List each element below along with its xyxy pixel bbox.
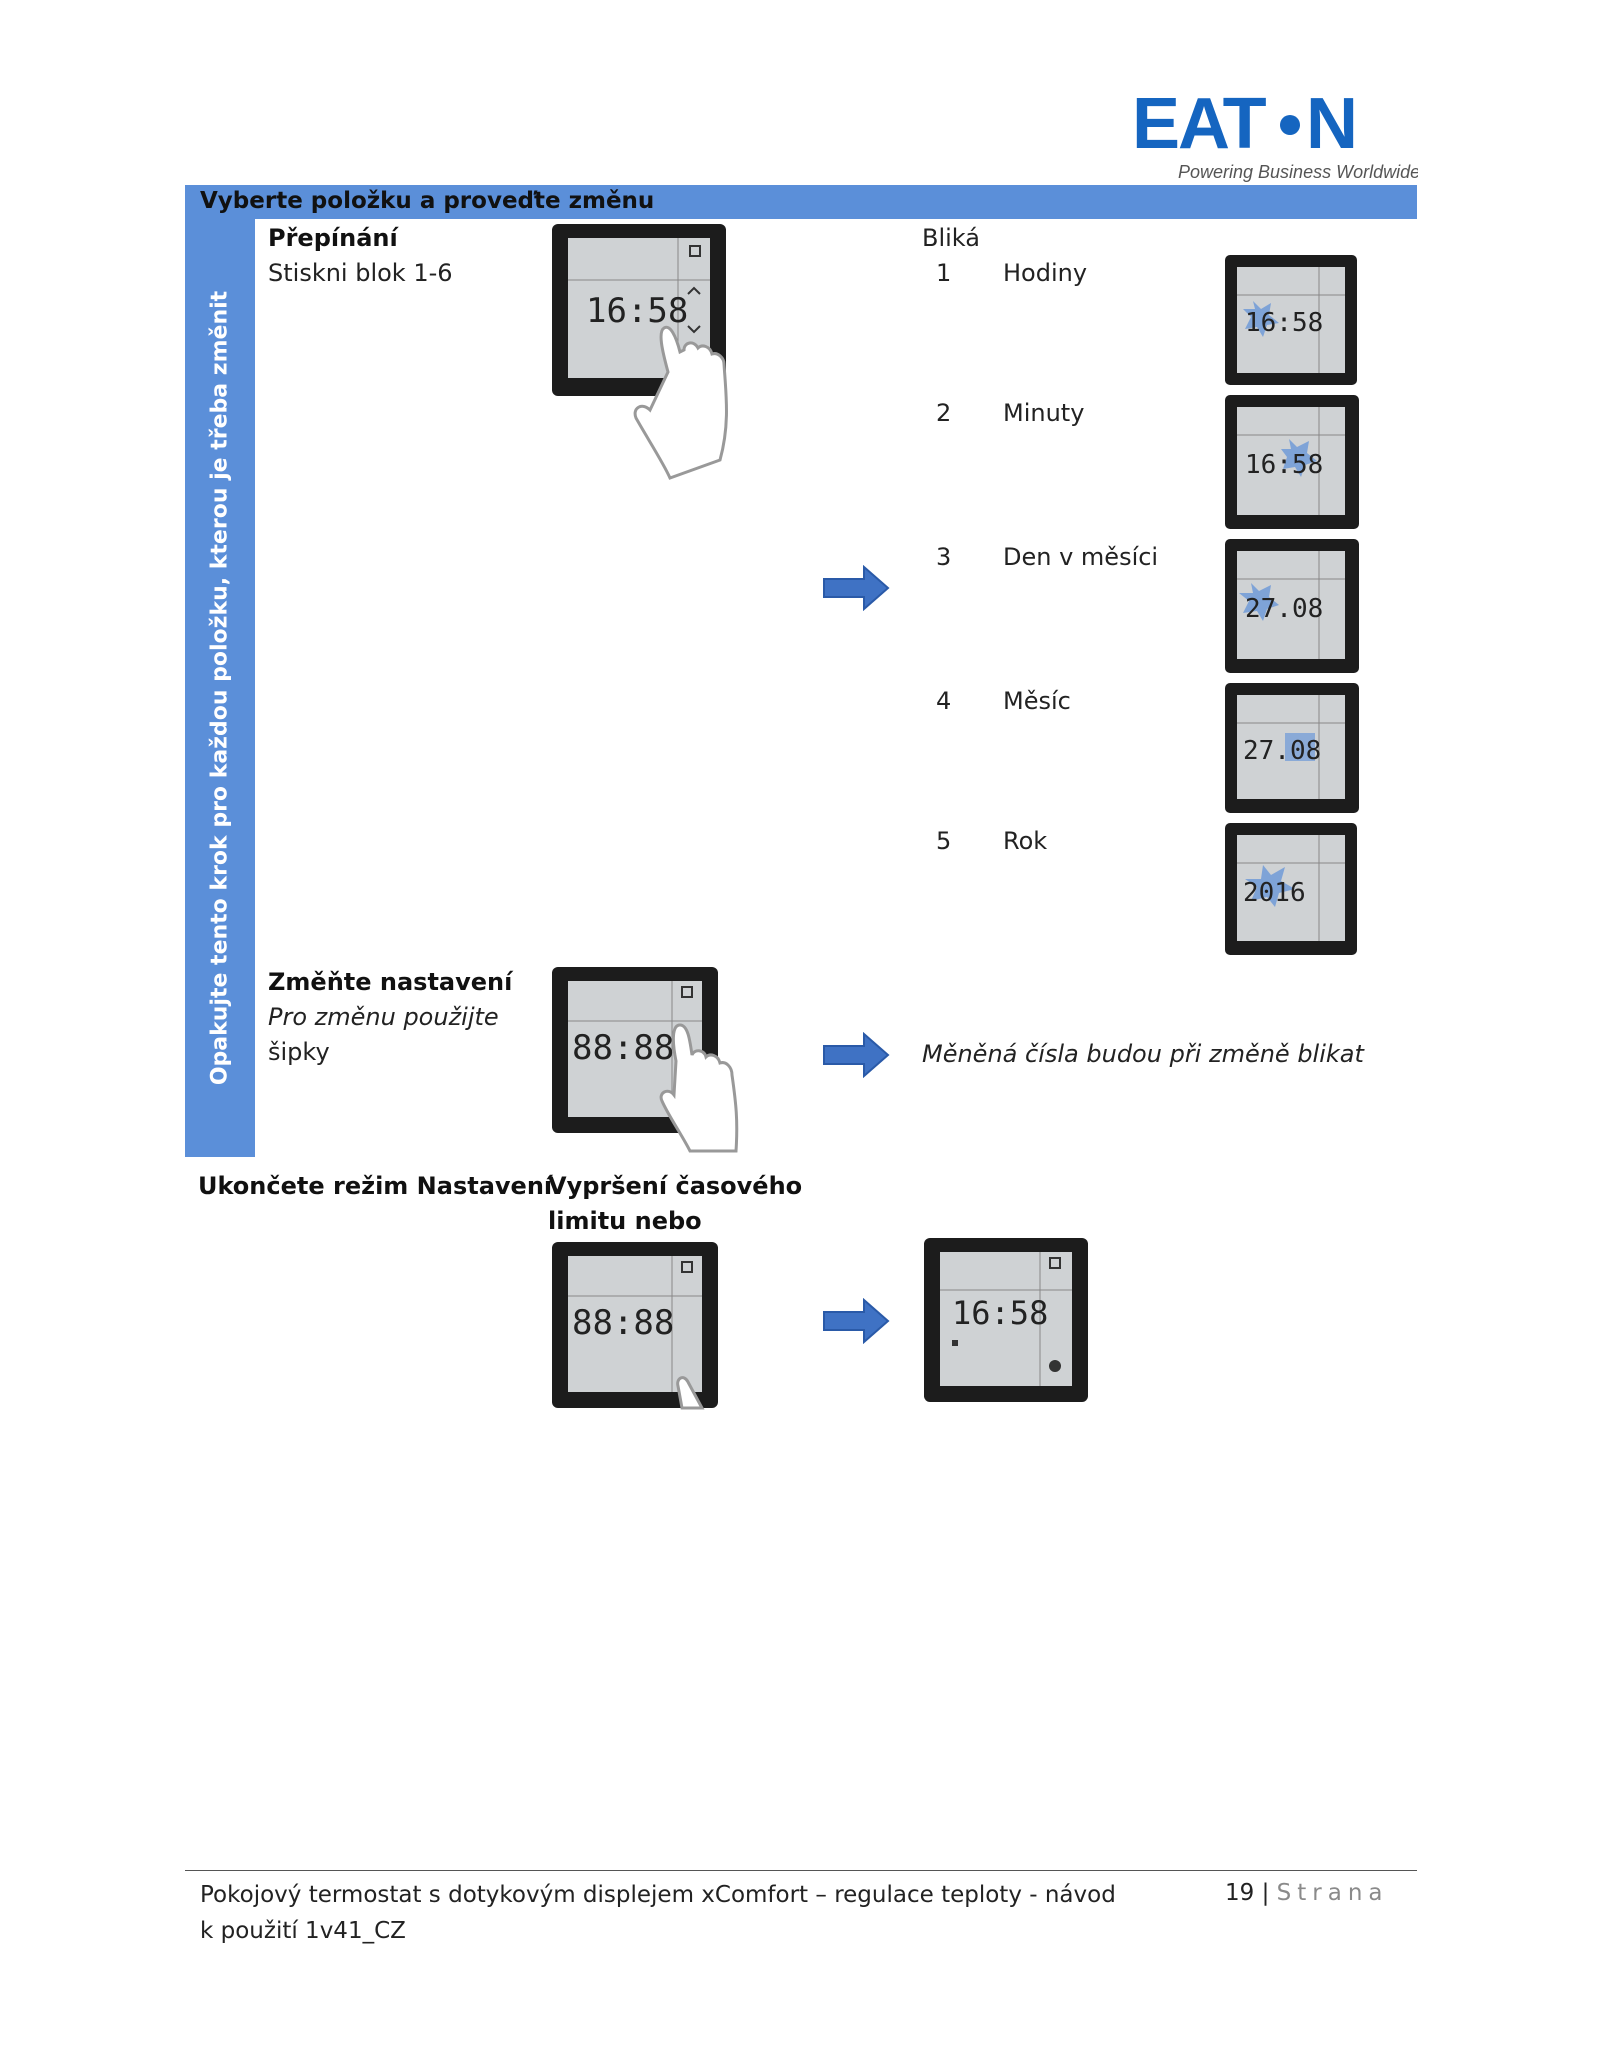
step1-instruction: Stiskni blok 1-6 (268, 259, 453, 287)
section-title: Vyberte položku a proveďte změnu (200, 188, 655, 214)
step3-device: 88:88 (552, 1242, 718, 1410)
arrow-right-icon (823, 565, 890, 611)
result-device: 16:58 (924, 1238, 1088, 1402)
month-lcd: 27.08 (1243, 736, 1321, 766)
svg-text:N: N (1306, 88, 1358, 164)
footer-divider (185, 1870, 1417, 1871)
page-word: Strana (1276, 1880, 1389, 1906)
sidebar-label: Opakujte tento krok pro každou položku, … (207, 290, 233, 1086)
step1-title: Přepínání (268, 224, 398, 252)
step3-instruction: Vypršení časového (548, 1172, 803, 1200)
footer-document-title: Pokojový termostat s dotykovým displejem… (200, 1877, 1160, 1949)
item-label: Měsíc (1003, 687, 1071, 715)
step2-lcd: 88:88 (572, 1028, 674, 1068)
step2-instruction: Pro změnu použijte (268, 1003, 499, 1031)
item-label: Den v měsíci (1003, 543, 1159, 571)
minutes-lcd: 16:58 (1245, 450, 1323, 480)
item-number: 2 (936, 399, 952, 427)
item-number: 5 (936, 827, 952, 855)
eaton-logo: EAT N Powering Business Worldwide (1132, 88, 1418, 182)
step3-instruction-cont: limitu nebo (548, 1207, 702, 1235)
step2-device: 88:88 (552, 967, 739, 1153)
day-device: 27.08 (1225, 539, 1359, 673)
hours-lcd: 16:58 (1245, 308, 1323, 338)
svg-text:EAT: EAT (1132, 88, 1267, 164)
step3-title: Ukončete režim Nastavení (198, 1172, 553, 1200)
arrow-right-icon (823, 1298, 890, 1344)
item-number: 4 (936, 687, 952, 715)
minutes-device: 16:58 (1225, 395, 1359, 529)
header-bar (185, 185, 1417, 219)
step2-title: Změňte nastavení (268, 968, 513, 996)
result-lcd: 16:58 (952, 1294, 1048, 1332)
item-number: 1 (936, 259, 952, 287)
footer-title-line2: k použití 1v41_CZ (200, 1918, 406, 1944)
step2-result: Měněná čísla budou při změně blikat (922, 1040, 1364, 1068)
blinking-header: Bliká (922, 224, 980, 252)
year-device: 2016 (1225, 823, 1357, 955)
step2-instruction-cont: šipky (268, 1038, 330, 1066)
page-separator: | (1261, 1880, 1270, 1906)
step3-lcd: 88:88 (572, 1303, 674, 1343)
step1-lcd: 16:58 (586, 291, 688, 331)
logo-tagline: Powering Business Worldwide (1178, 162, 1418, 182)
page-number-value: 19 (1225, 1880, 1255, 1906)
day-lcd: 27.08 (1245, 594, 1323, 624)
item-label: Minuty (1003, 399, 1085, 427)
year-lcd: 2016 (1243, 878, 1306, 908)
item-number: 3 (936, 543, 952, 571)
arrow-right-icon (823, 1032, 890, 1078)
page-number: 19 | Strana (1225, 1880, 1389, 1906)
footer-title-line1: Pokojový termostat s dotykovým displejem… (200, 1882, 1116, 1908)
sidebar-band: Opakujte tento krok pro každou položku, … (185, 219, 255, 1157)
step1-device: 16:58 (552, 224, 728, 480)
hours-device: 16:58 (1225, 255, 1357, 385)
item-label: Hodiny (1003, 259, 1088, 287)
month-device: 27.08 (1225, 683, 1359, 813)
item-label: Rok (1003, 827, 1048, 855)
